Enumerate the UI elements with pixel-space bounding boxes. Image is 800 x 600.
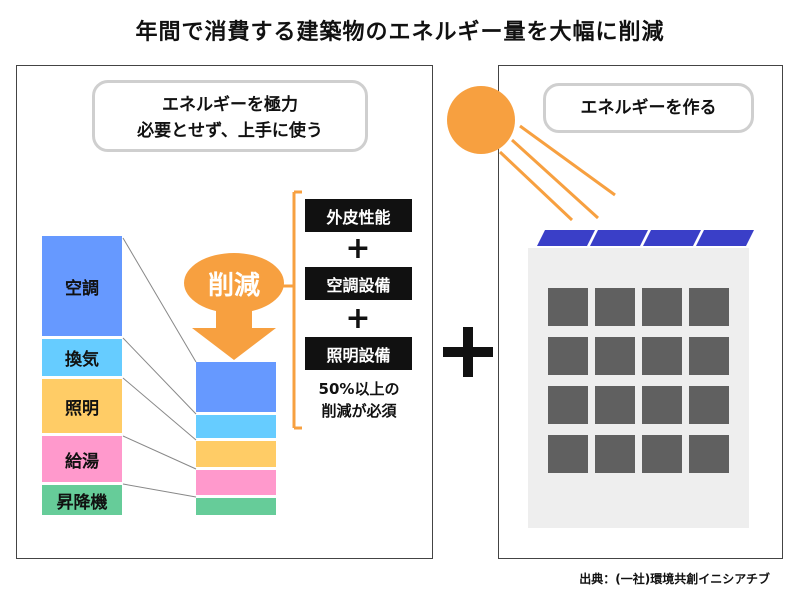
category-elevator: 昇降機 — [42, 485, 122, 515]
measure-envelope: 外皮性能 — [305, 199, 412, 232]
measure-hvac-equipment: 空調設備 — [305, 267, 412, 300]
window — [689, 386, 729, 424]
category-lighting: 照明 — [42, 379, 122, 433]
window — [689, 288, 729, 326]
category-hvac: 空調 — [42, 236, 122, 336]
measure-lighting-equipment: 照明設備 — [305, 337, 412, 370]
category-ventilation-label: 換気 — [65, 350, 99, 370]
reduction-requirement: 50%以上の 削減が必須 — [303, 378, 415, 422]
category-elevator-label: 昇降機 — [56, 492, 108, 513]
energy-saving-bubble: エネルギーを極力 必要とせず、上手に使う — [92, 80, 368, 152]
window — [595, 288, 635, 326]
window — [548, 337, 588, 375]
sun-icon — [447, 86, 616, 222]
reduced-elevator — [196, 498, 276, 515]
category-hot-water: 給湯 — [42, 436, 122, 482]
connector-line — [122, 337, 197, 415]
reduced-hvac — [196, 362, 276, 412]
source-credit: 出典：(一社)環境共創イニシアチブ — [579, 572, 770, 586]
reduced-lighting — [196, 441, 276, 467]
connector-line — [122, 483, 197, 498]
category-lighting-label: 照明 — [65, 398, 99, 419]
window — [548, 288, 588, 326]
window — [642, 386, 682, 424]
reduced-hot-water — [196, 470, 276, 495]
connector-line — [122, 237, 197, 363]
energy-creation-bubble: エネルギーを作る — [543, 83, 754, 133]
window — [642, 435, 682, 473]
category-hvac-label: 空調 — [65, 278, 99, 299]
window — [689, 435, 729, 473]
requirement-line-2: 削減が必須 — [321, 402, 397, 420]
window — [642, 288, 682, 326]
reduced-ventilation — [196, 415, 276, 438]
window — [689, 337, 729, 375]
bubble-line-1: エネルギーを極力 — [162, 95, 298, 115]
plus-sign: + — [345, 301, 371, 336]
plus-sign: + — [345, 231, 371, 266]
window — [595, 337, 635, 375]
window — [595, 386, 635, 424]
reduction-label: 削減 — [207, 270, 260, 301]
big-plus-icon — [438, 322, 498, 382]
window — [595, 435, 635, 473]
window — [548, 435, 588, 473]
window — [548, 386, 588, 424]
bubble-line-2: 必要とせず、上手に使う — [137, 121, 323, 141]
connector-line — [122, 377, 197, 441]
category-ventilation: 換気 — [42, 339, 122, 376]
connector-line — [122, 435, 197, 470]
requirement-line-1: 50%以上の — [318, 380, 400, 398]
page-title: 年間で消費する建築物のエネルギー量を大幅に削減 — [135, 20, 665, 45]
window — [642, 337, 682, 375]
solar-panel-icon — [537, 230, 754, 246]
category-hot-water-label: 給湯 — [65, 451, 99, 472]
reduction-arrow — [184, 253, 284, 360]
building-windows — [548, 288, 729, 488]
